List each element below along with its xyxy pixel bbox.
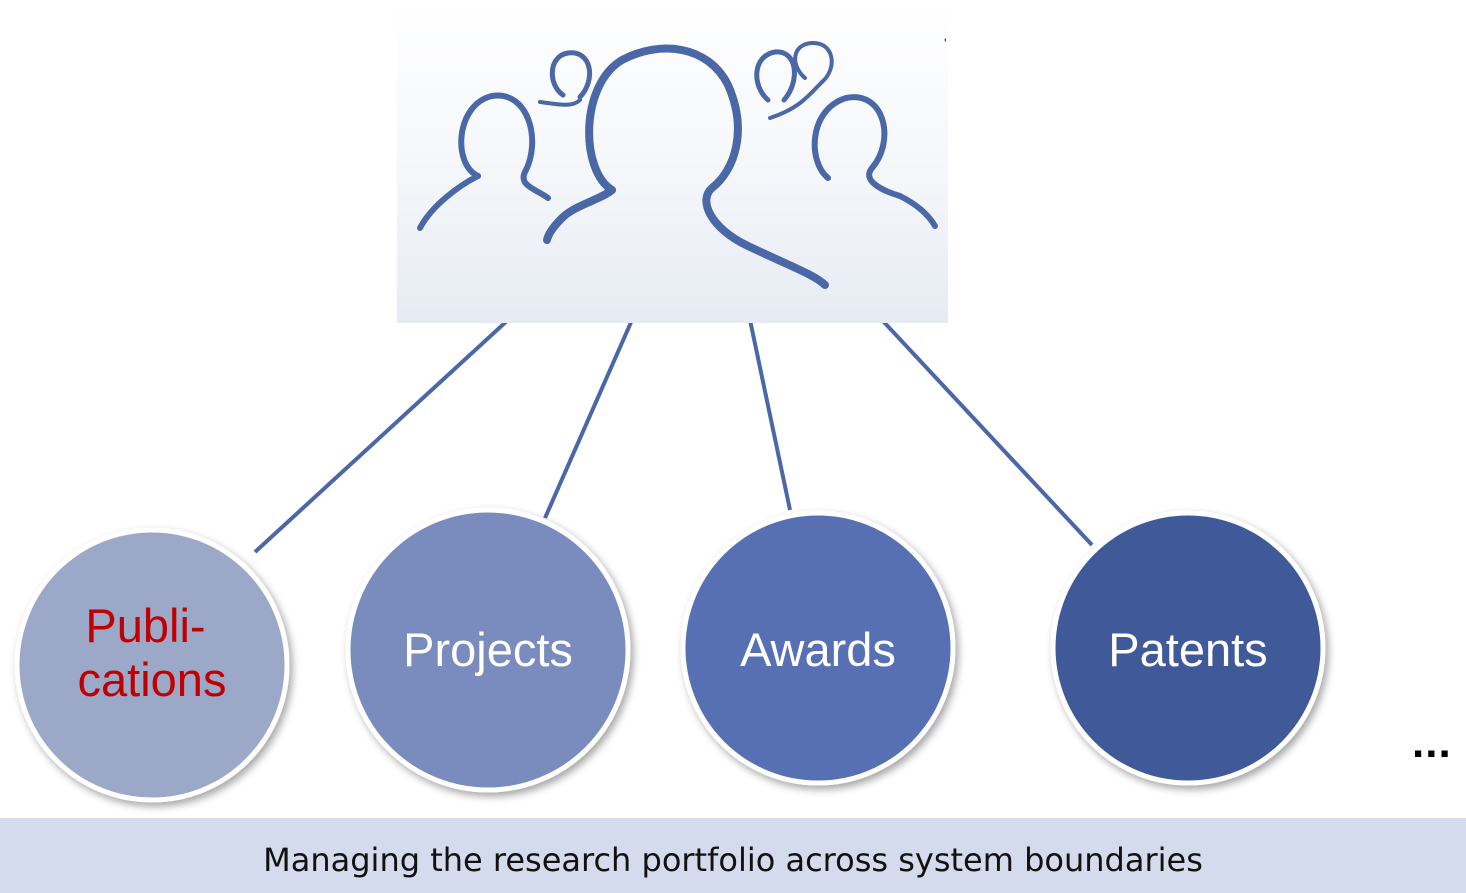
hub-background: [397, 0, 948, 323]
hub-box: ': [397, 0, 948, 323]
node-label-publications: Publi- cations: [78, 599, 227, 706]
node-circle-publications: [14, 527, 290, 803]
node-patents: Patents: [1050, 510, 1326, 786]
node-projects: Projects: [345, 507, 631, 793]
people-group-icon: [417, 40, 938, 289]
node-publications: Publi- cations: [14, 527, 290, 803]
node-label-awards: Awards: [740, 623, 896, 676]
node-label-patents: Patents: [1108, 623, 1267, 676]
more-indicator: ...: [1412, 718, 1452, 767]
node-label-projects: Projects: [403, 623, 573, 676]
connector-projects: [543, 319, 634, 519]
node-circle-projects: [345, 507, 631, 793]
caption-bar: Managing the research portfolio across s…: [0, 818, 1466, 893]
connector-lines: [253, 318, 1094, 554]
node-circle-patents: [1050, 510, 1326, 786]
caption-text: Managing the research portfolio across s…: [263, 840, 1203, 879]
connector-awards: [748, 319, 792, 511]
connector-patents: [880, 318, 1094, 547]
hub-tick-mark: ': [944, 35, 947, 51]
connector-publications: [253, 318, 510, 554]
node-awards: Awards: [680, 510, 956, 786]
node-circle-awards: [680, 510, 956, 786]
